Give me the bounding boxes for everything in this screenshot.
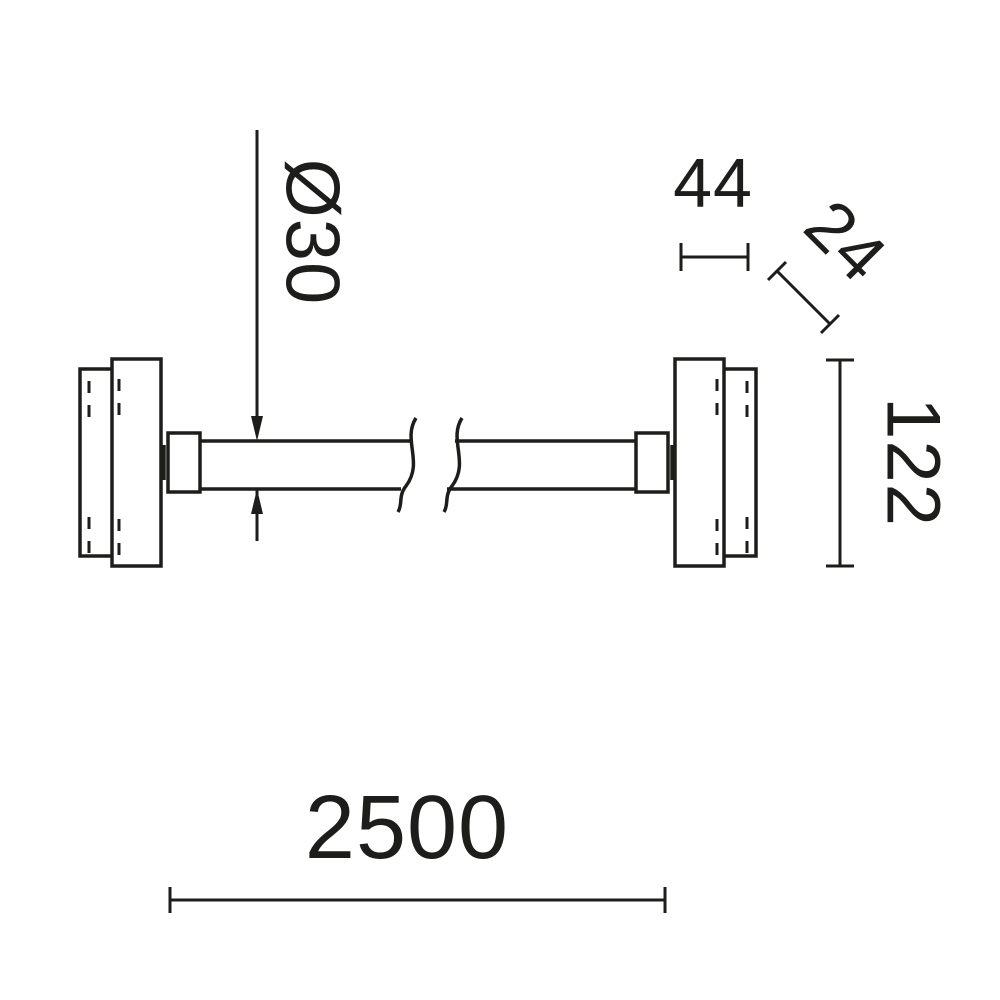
break-curve-right — [442, 417, 464, 513]
dimension-mount-width: 44 — [673, 144, 753, 271]
dimension-label-mount-depth: 24 — [790, 185, 902, 297]
left-bracket — [78, 357, 202, 568]
break-symbol — [396, 417, 464, 513]
right-front-plate — [673, 357, 726, 568]
dimension-tube-diameter: Ø30 — [251, 130, 355, 541]
left-tube-holder — [166, 431, 202, 494]
right-tube-holder — [634, 431, 670, 494]
tube — [198, 417, 638, 513]
fixture — [78, 357, 758, 568]
dimension-mount-height: 122 — [826, 358, 956, 568]
dimension-label-tube-diameter: Ø30 — [270, 159, 355, 306]
dimension-label-mount-height: 122 — [871, 397, 956, 527]
right-bracket — [634, 357, 758, 568]
mount-depth-tick-lower — [819, 313, 841, 335]
left-screw-slots — [87, 379, 121, 555]
diameter-arrow-down-icon — [251, 416, 263, 441]
break-curve-left — [396, 417, 418, 513]
diameter-arrow-up-icon — [251, 489, 263, 514]
dimension-label-overall-length: 2500 — [305, 778, 509, 878]
dimension-overall-length: 2500 — [168, 778, 667, 913]
mount-depth-tick-upper — [766, 260, 788, 282]
mount-depth-line — [775, 269, 832, 326]
left-front-plate — [110, 357, 163, 568]
dimension-label-mount-width: 44 — [673, 144, 753, 222]
dimension-mount-depth: 24 — [766, 185, 902, 335]
right-screw-slots — [715, 379, 749, 555]
